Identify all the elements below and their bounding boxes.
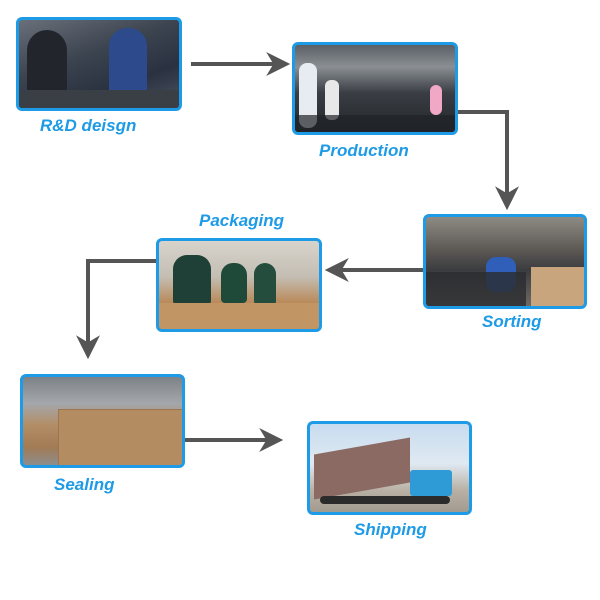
packaging-photo — [156, 238, 322, 332]
worker-figure — [109, 28, 147, 98]
truck-cab — [410, 470, 452, 496]
container — [314, 437, 410, 500]
rd-design-label: R&D deisgn — [40, 116, 137, 135]
sorting-label: Sorting — [482, 312, 542, 331]
worker-figure — [221, 263, 247, 303]
worker-figure — [254, 263, 276, 305]
arrow-production-to-sorting — [456, 110, 519, 211]
wheels — [320, 496, 450, 504]
floor — [295, 115, 455, 132]
carton-stack — [58, 409, 182, 465]
worker-figure — [325, 80, 339, 120]
boxes — [159, 303, 319, 329]
rd-design-photo — [16, 17, 182, 111]
workbench — [19, 90, 179, 108]
shipping-photo — [307, 421, 472, 515]
shipping-label: Shipping — [354, 520, 427, 539]
parts-pile — [426, 272, 526, 306]
production-label: Production — [319, 141, 409, 160]
sealing-label: Sealing — [54, 475, 115, 494]
packaging-label: Packaging — [199, 211, 285, 230]
production-photo — [292, 42, 458, 135]
boxes — [531, 267, 584, 306]
worker-figure — [430, 85, 442, 115]
sealing-photo — [20, 374, 185, 468]
arrow-packaging-to-sealing — [76, 259, 158, 360]
worker-figure — [299, 63, 317, 128]
sorting-photo — [423, 214, 587, 309]
worker-figure — [173, 255, 211, 305]
